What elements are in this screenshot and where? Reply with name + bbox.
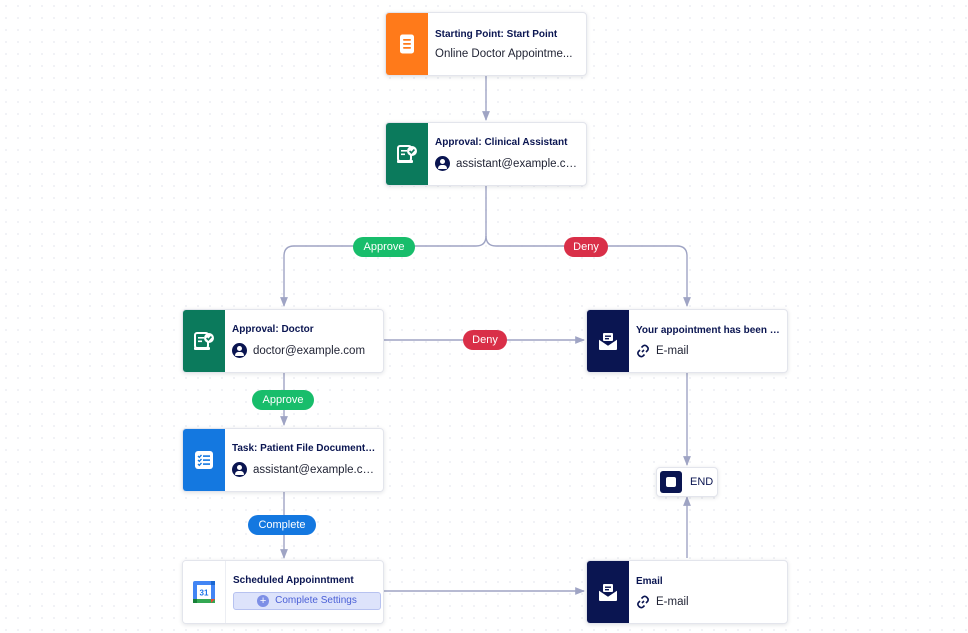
doctor-node-stripe: [183, 310, 225, 372]
scheduled-appointment-node[interactable]: 31 Scheduled Appoinntment + Complete Set…: [182, 560, 384, 624]
deny-pill-doctor[interactable]: Deny: [463, 330, 507, 350]
edge-clinical-deny: [485, 235, 691, 307]
start-node-form-name: Online Doctor Appointme...: [435, 47, 573, 60]
doctor-node-title: Approval: Doctor: [232, 324, 314, 335]
start-point-node[interactable]: Starting Point: Start Point Online Docto…: [385, 12, 587, 76]
start-node-stripe: [386, 13, 428, 75]
end-node-label: END: [690, 476, 714, 488]
denied-email-type: E-mail: [656, 344, 689, 357]
clinical-node-stripe: [386, 123, 428, 185]
patient-file-task-node[interactable]: Task: Patient File Documenta... assistan…: [182, 428, 384, 492]
task-node-stripe: [183, 429, 225, 491]
envelope-icon: [598, 333, 618, 350]
task-node-assignee: assistant@example.com: [253, 463, 376, 476]
approve-pill-doctor[interactable]: Approve: [252, 390, 314, 410]
form-document-icon: [400, 34, 414, 54]
user-icon: [232, 462, 247, 477]
google-calendar-icon: 31: [193, 581, 215, 603]
end-node[interactable]: END: [656, 467, 718, 497]
approval-check-icon: [397, 145, 417, 163]
clinical-node-assignee: assistant@example.com: [456, 157, 579, 170]
task-node-title: Task: Patient File Documenta...: [232, 443, 376, 454]
complete-pill-task[interactable]: Complete: [248, 515, 316, 535]
calendar-number: 31: [200, 589, 209, 598]
approval-check-icon: [194, 332, 214, 350]
email-node[interactable]: Email E-mail: [586, 560, 788, 624]
scheduled-node-stripe: 31: [183, 561, 226, 623]
denied-email-title: Your appointment has been d...: [636, 324, 780, 336]
deny-pill-clinical[interactable]: Deny: [564, 237, 608, 257]
email-node-stripe: [587, 561, 629, 623]
doctor-approval-node[interactable]: Approval: Doctor doctor@example.com: [182, 309, 384, 373]
clinical-node-title: Approval: Clinical Assistant: [435, 137, 568, 148]
email-node-title: Email: [636, 575, 663, 587]
stop-square-icon: [660, 471, 682, 493]
checklist-icon: [195, 451, 213, 469]
denied-email-stripe: [587, 310, 629, 372]
clinical-assistant-approval-node[interactable]: Approval: Clinical Assistant assistant@e…: [385, 122, 587, 186]
envelope-icon: [598, 584, 618, 601]
user-icon: [232, 343, 247, 358]
start-node-title: Starting Point: Start Point: [435, 28, 558, 40]
plus-icon: +: [257, 594, 270, 607]
link-icon: [637, 344, 649, 357]
complete-settings-button[interactable]: + Complete Settings: [233, 591, 381, 610]
user-icon: [435, 156, 450, 171]
approve-pill-clinical[interactable]: Approve: [353, 237, 415, 257]
complete-settings-label: Complete Settings: [275, 595, 357, 606]
link-icon: [637, 595, 649, 608]
scheduled-node-title: Scheduled Appoinntment: [233, 574, 354, 586]
doctor-node-assignee: doctor@example.com: [253, 344, 366, 357]
denied-email-node[interactable]: Your appointment has been d... E-mail: [586, 309, 788, 373]
email-node-type: E-mail: [656, 595, 689, 608]
